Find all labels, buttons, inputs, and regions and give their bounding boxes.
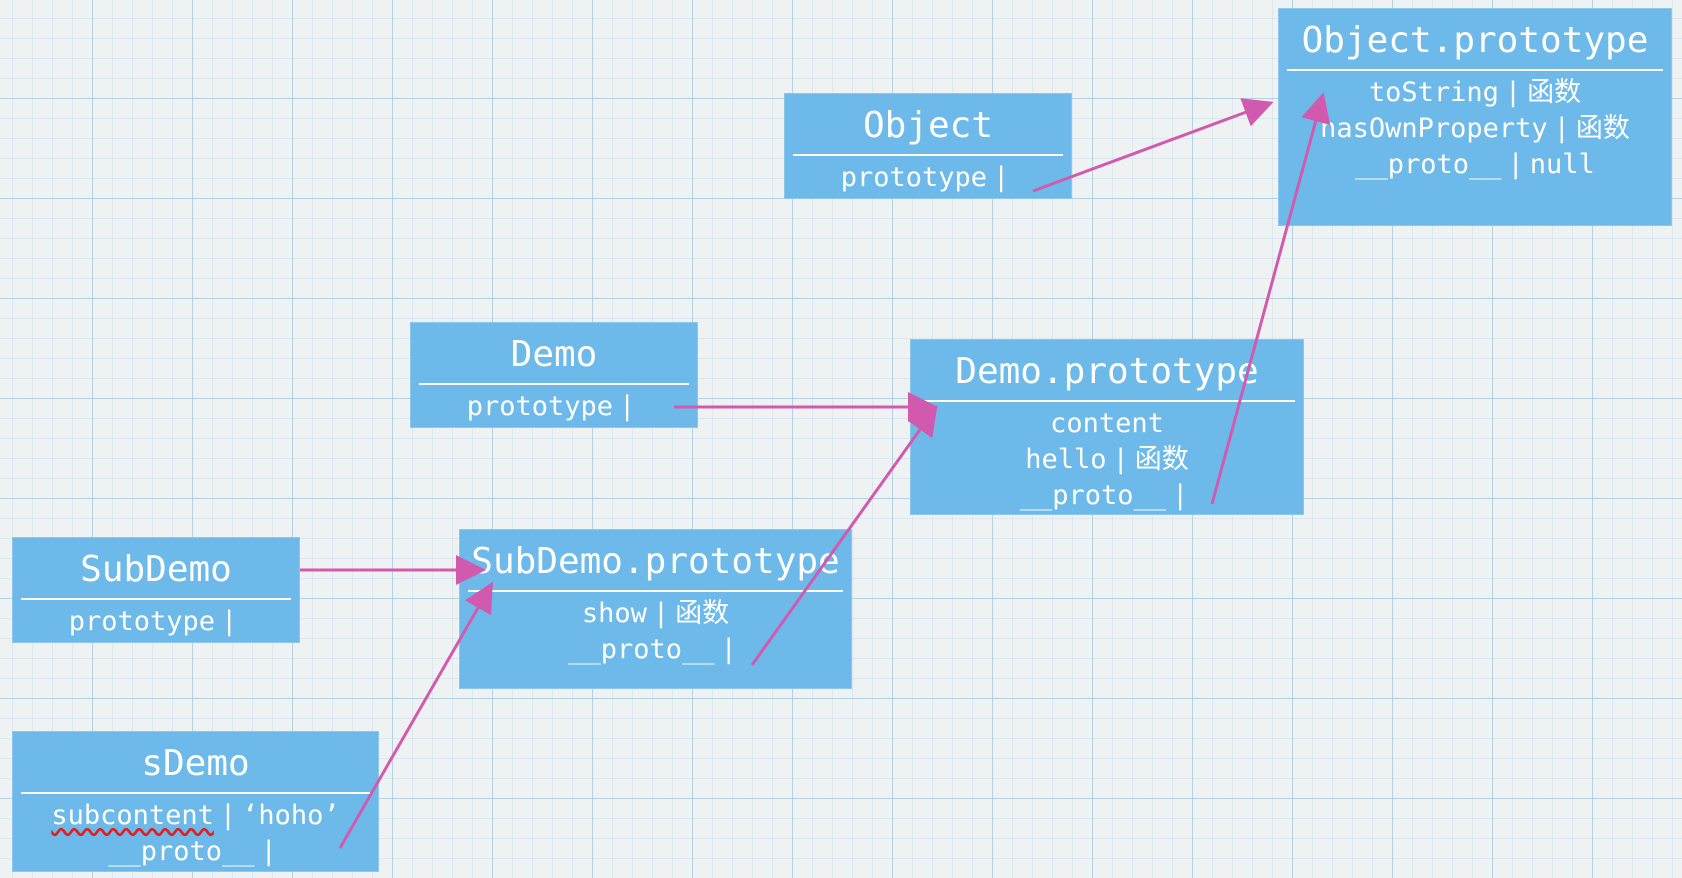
property-separator: | (1504, 77, 1522, 108)
property-key: __proto__ (108, 836, 255, 867)
property-key: prototype (68, 606, 216, 637)
property-key: hello (1025, 444, 1107, 475)
divider (21, 598, 291, 600)
property-separator: | (652, 598, 670, 629)
divider (21, 792, 370, 794)
property-separator: | (993, 162, 1010, 193)
property-separator: | (1507, 149, 1524, 180)
property-key: subcontent (51, 800, 214, 831)
property-row: toString|函数 (1279, 75, 1671, 111)
property-row: __proto__| (460, 632, 851, 668)
property-separator: | (619, 391, 636, 422)
property-separator: | (221, 606, 238, 637)
property-row: show|函数 (460, 596, 851, 632)
divider (1287, 69, 1663, 71)
property-separator: | (1172, 480, 1189, 511)
property-separator: | (260, 836, 277, 867)
property-row: prototype| (13, 604, 299, 640)
property-key: content (1050, 408, 1164, 439)
demo-box: Demo prototype| (410, 322, 698, 428)
divider (419, 383, 689, 385)
box-title: Object.prototype (1301, 20, 1649, 61)
property-separator: | (720, 634, 737, 665)
property-separator: | (219, 800, 237, 831)
property-row: content (911, 406, 1303, 442)
box-title: Object (862, 105, 994, 146)
property-row: __proto__|null (1279, 147, 1671, 183)
subdemo-box: SubDemo prototype| (12, 537, 300, 643)
property-key: __proto__ (1355, 149, 1502, 180)
property-separator: | (1553, 113, 1570, 144)
property-key: __proto__ (568, 634, 715, 665)
subdemo-prototype-box: SubDemo.prototype show|函数 __proto__| (459, 529, 852, 689)
property-value: 函数 (1575, 113, 1630, 144)
property-key: prototype (466, 391, 614, 422)
demo-prototype-box: Demo.prototype content hello|函数 __proto_… (910, 339, 1304, 515)
property-key: prototype (840, 162, 988, 193)
property-key: hasOwnProperty (1320, 113, 1548, 144)
property-row: prototype| (785, 160, 1071, 196)
property-key: __proto__ (1019, 480, 1167, 511)
property-row: __proto__| (911, 478, 1303, 514)
property-value: ‘hoho’ (242, 800, 340, 831)
box-title: SubDemo.prototype (471, 541, 840, 582)
object-box: Object prototype| (784, 93, 1072, 199)
divider (468, 590, 843, 592)
box-title: SubDemo (80, 549, 232, 590)
property-value: null (1529, 149, 1595, 180)
divider (793, 154, 1063, 156)
property-separator: | (1112, 444, 1129, 475)
sdemo-box: sDemo subcontent|‘hoho’ __proto__| (12, 731, 379, 872)
property-row: __proto__| (13, 834, 378, 870)
box-title: Demo.prototype (955, 351, 1259, 392)
property-row: hello|函数 (911, 442, 1303, 478)
property-row: hasOwnProperty|函数 (1279, 111, 1671, 147)
property-value: 函数 (1527, 77, 1582, 108)
box-title: Demo (510, 334, 598, 375)
divider (919, 400, 1295, 402)
property-row: prototype| (411, 389, 697, 425)
property-key: toString (1368, 77, 1499, 108)
property-key: show (581, 598, 647, 629)
property-row: subcontent|‘hoho’ (13, 798, 378, 834)
box-title: sDemo (141, 743, 250, 784)
object-prototype-box: Object.prototype toString|函数 hasOwnPrope… (1278, 8, 1672, 226)
property-value: 函数 (675, 598, 730, 629)
property-value: 函数 (1134, 444, 1189, 475)
